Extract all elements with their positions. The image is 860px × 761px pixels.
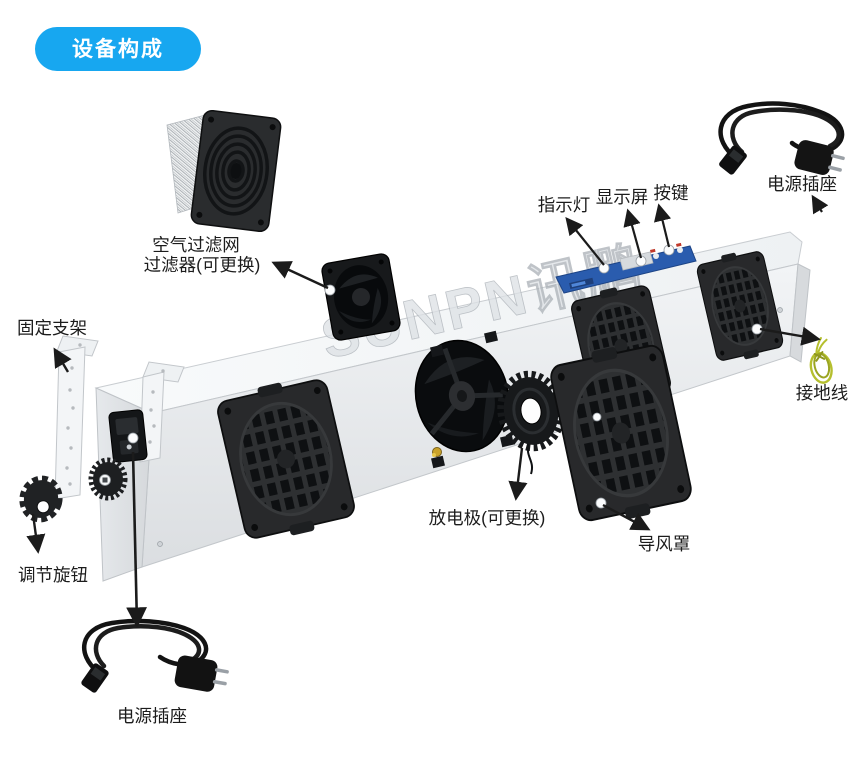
arrow-power-bottom [126, 451, 147, 629]
label-power-socket-bottom: 电源插座 [117, 706, 187, 726]
label-fixing-bracket: 固定支架 [17, 318, 87, 338]
label-power-socket-top: 电源插座 [767, 174, 837, 194]
ground-wire-coil [809, 337, 833, 384]
electrode-pin [432, 447, 442, 457]
fan-mount-holes [430, 330, 514, 469]
callout-arrows [26, 194, 829, 629]
discharge-electrode-ring [497, 370, 565, 452]
label-buttons: 按键 [654, 183, 689, 203]
bracket-detached [54, 335, 99, 500]
arrow-knob [26, 513, 46, 554]
label-adjust-knob: 调节旋钮 [18, 565, 88, 585]
power-cord-bottom [81, 618, 229, 693]
electrode-wire [526, 443, 533, 475]
arrow-ground [759, 326, 821, 346]
power-cord-top [718, 101, 845, 175]
arrow-power-top [811, 194, 829, 215]
arrow-buttons [653, 203, 672, 248]
adjust-knob [19, 475, 63, 523]
label-air-filter-line1: 空气过滤网 [152, 235, 240, 255]
leader-dots [127, 244, 763, 509]
arrow-electrode [508, 447, 528, 501]
cover-hole-dot [592, 412, 602, 422]
arrow-air-guide [602, 503, 651, 531]
control-panel [555, 242, 697, 294]
label-air-guide-cover: 导风罩 [638, 534, 691, 554]
bracket-mounted [139, 361, 185, 463]
arrow-air-filter [271, 261, 329, 290]
arrow-bracket [53, 347, 72, 373]
label-ground-wire: 接地线 [796, 383, 849, 403]
arrow-indicator [565, 216, 605, 266]
label-discharge-electrode: 放电极(可更换) [429, 508, 546, 528]
arrow-display [623, 208, 643, 259]
label-air-filter-line2: 过滤器(可更换) [144, 255, 261, 275]
section-badge: 设备构成 [35, 27, 201, 71]
label-indicator-light: 指示灯 [538, 195, 591, 215]
label-display-screen: 显示屏 [596, 187, 649, 207]
badge-label: 设备构成 [72, 37, 164, 61]
filter-guard [190, 109, 282, 233]
mounted-knob [88, 457, 128, 501]
small-fan [321, 253, 401, 341]
open-fan [414, 339, 510, 453]
